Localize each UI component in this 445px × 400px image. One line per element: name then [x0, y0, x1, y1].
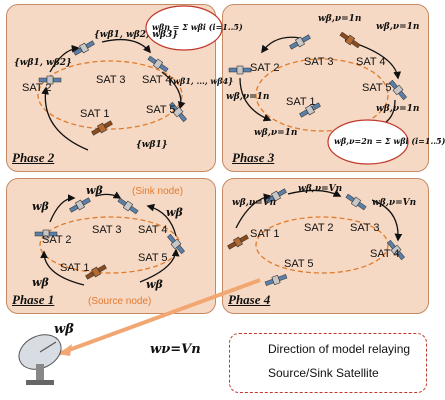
p3-weight-left: wβ,ν=1n: [226, 92, 270, 102]
p3-weight-right: wβ,ν=1n: [376, 104, 420, 114]
p3-weight-topright: wβ,ν=1n: [376, 22, 420, 32]
p2-sat-1: SAT 1: [80, 108, 110, 120]
p1-sat-2: SAT 2: [42, 234, 72, 246]
legend-source-text: Source/Sink Satellite: [268, 366, 379, 380]
p1-weight-right: wβ: [166, 206, 183, 219]
p1-sat-4: SAT 4: [138, 224, 168, 236]
ground-link: [57, 278, 261, 356]
p1-sat-1: SAT 1: [60, 262, 90, 274]
phase-2-label: Phase 2: [12, 150, 55, 165]
p3-sat-4: SAT 4: [356, 56, 386, 68]
source-node-label: (Source node): [88, 296, 152, 307]
sink-node-label: (Sink node): [132, 186, 184, 197]
phase-3-label: Phase 3: [232, 150, 275, 165]
p1-weight-bottomright: wβ: [146, 278, 163, 291]
p3-weight-bottom: wβ,ν=1n: [254, 128, 298, 138]
p4-weight-right: wβ,ν=Vn: [372, 198, 417, 208]
p1-weight-top: wβ: [86, 184, 103, 197]
orbit-phase-1: [39, 216, 181, 274]
p4-sat-1: SAT 1: [250, 228, 280, 240]
p1-weight-bottomleft: wβ: [32, 276, 49, 289]
p2-cloud-formula: wβn = Σ wβi (i=1..5): [152, 22, 243, 32]
p3-weight-top: wβ,ν=1n: [318, 14, 362, 24]
phase-1-panel: [6, 178, 216, 314]
p2-sat-2: SAT 2: [22, 82, 52, 94]
orbit-phase-3: [255, 58, 389, 132]
p4-sat-5: SAT 5: [284, 258, 314, 270]
p2-sat-3: SAT 3: [96, 74, 126, 86]
legend-relay-text: Direction of model relaying: [268, 342, 411, 356]
orbit-phase-4: [255, 216, 389, 274]
legend: Direction of model relaying Source/Sink …: [229, 333, 427, 393]
p3-cloud-formula: wβ,ν=2n = Σ wβi (i=1..5): [334, 136, 445, 146]
p1-sat-3: SAT 3: [92, 224, 122, 236]
p4-weight-top: wβ,ν=Vn: [298, 184, 343, 194]
p2-weight-bottom: {wβ1}: [136, 140, 168, 150]
ground-weight: wβ: [54, 322, 74, 337]
p2-weight-left: {wβ1, wβ2}: [14, 58, 72, 68]
p3-sat-2: SAT 2: [250, 62, 280, 74]
orbit-phase-2: [37, 60, 183, 130]
diagram-stage: Phase 2 Phase 3 Phase 1 Phase 4 SAT 1 SA…: [6, 4, 445, 393]
phase-4-label: Phase 4: [228, 292, 271, 307]
phase-1-label: Phase 1: [12, 292, 55, 307]
p2-sat-4: SAT 4: [142, 74, 172, 86]
p4-weight-left: wβ,ν=Vn: [232, 198, 277, 208]
p2-weight-right: {wβ1, ..., wβ4}: [168, 76, 234, 86]
p4-sat-4: SAT 4: [370, 248, 400, 260]
p2-weight-top: {wβ1, wβ2, wβ3}: [94, 30, 179, 40]
p4-sat-2: SAT 2: [304, 222, 334, 234]
p4-sat-3: SAT 3: [350, 222, 380, 234]
p3-sat-5: SAT 5: [362, 82, 392, 94]
p2-sat-5: SAT 5: [146, 104, 176, 116]
diagram-graphics: [18, 5, 409, 385]
ground-weight-v: wν=Vn: [150, 342, 201, 357]
p1-sat-5: SAT 5: [138, 252, 168, 264]
p3-sat-1: SAT 1: [286, 96, 316, 108]
ground-station-dish: [18, 334, 62, 385]
p1-weight-topleft: wβ: [32, 200, 49, 213]
p3-sat-3: SAT 3: [304, 56, 334, 68]
